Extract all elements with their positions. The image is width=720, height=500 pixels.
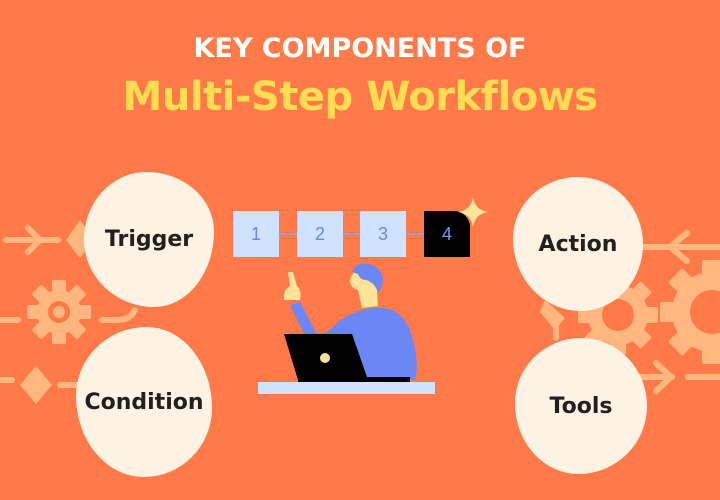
component-label: Action <box>538 231 618 257</box>
step-number: 4 <box>441 223 452 244</box>
step-number: 3 <box>377 223 388 244</box>
component-label: Tools <box>549 393 613 419</box>
gear-icon <box>578 275 658 355</box>
step-number: 2 <box>314 223 325 244</box>
title-line-1: KEY COMPONENTS OF <box>193 33 527 64</box>
arrow-right-icon <box>653 360 676 394</box>
component-action: Action <box>513 177 643 311</box>
component-label: Condition <box>84 389 204 415</box>
arrow-right-icon <box>25 225 45 255</box>
step-number: 1 <box>250 223 261 244</box>
component-trigger: Trigger <box>84 172 214 307</box>
title-line-2: Multi-Step Workflows <box>122 74 598 120</box>
step-connector <box>279 233 297 235</box>
step-2: 2 <box>297 211 343 257</box>
step-1: 1 <box>233 211 279 257</box>
step-connector <box>406 233 424 235</box>
arrow-left-icon <box>665 230 690 264</box>
gear-icon <box>660 260 720 364</box>
component-tools: Tools <box>515 338 647 474</box>
diamond-icon <box>540 300 565 330</box>
sparkle-icon <box>458 197 488 227</box>
component-label: Trigger <box>104 227 194 252</box>
component-condition: Condition <box>76 327 212 477</box>
gear-icon <box>27 280 91 344</box>
step-3: 3 <box>360 211 406 257</box>
desk <box>258 382 435 394</box>
step-connector <box>342 233 360 235</box>
diamond-icon <box>20 366 52 404</box>
step-4: 4 <box>424 211 470 257</box>
